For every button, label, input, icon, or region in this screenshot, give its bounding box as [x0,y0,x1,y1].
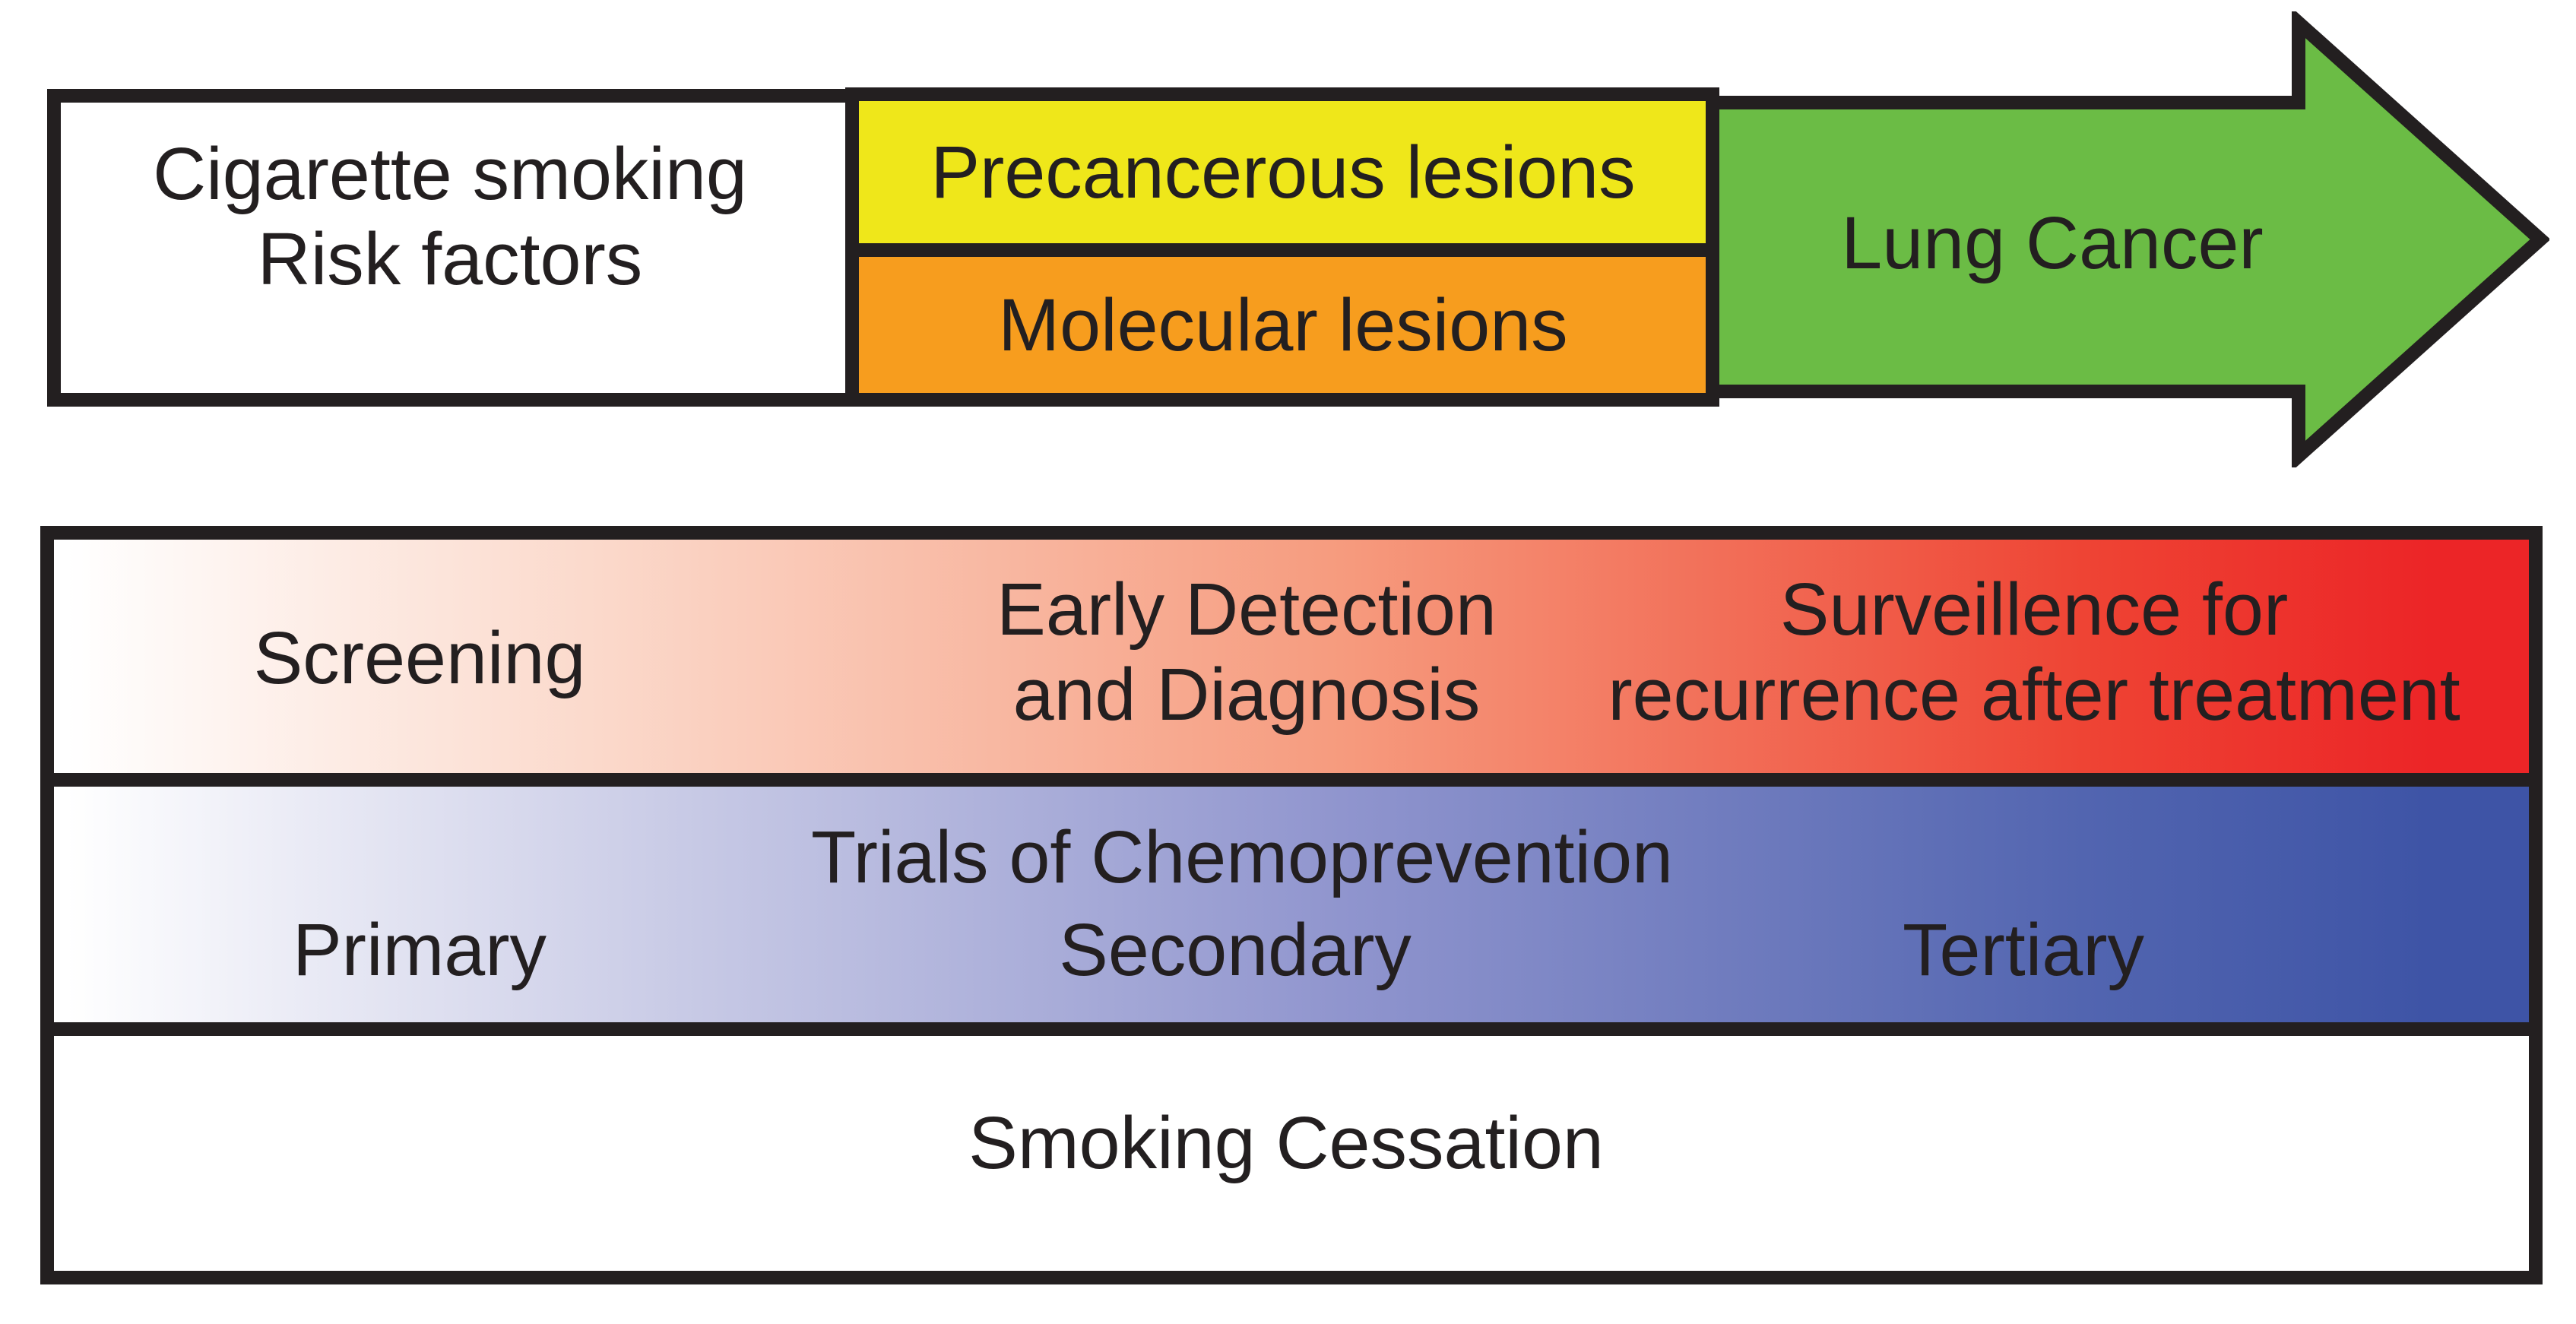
lung-cancer-label: Lung Cancer [1841,201,2264,284]
early-detection-label: Early Detection and Diagnosis [996,567,1497,737]
surveillance-label-line2: recurrence after treatment [1608,653,2460,736]
chemoprevention-title: Trials of Chemoprevention [811,816,1673,898]
smoking-cessation-label: Smoking Cessation [968,1101,1604,1184]
surveillance-label-line1: Surveillence for [1779,568,2289,651]
screening-row [54,540,2529,773]
risk-factors-label-line1: Cigarette smoking [153,132,747,215]
lung-cancer-arrow [1706,11,2549,467]
surveillance-label: Surveillence for recurrence after treatm… [1608,567,2460,737]
molecular-lesions-label: Molecular lesions [998,283,1568,366]
risk-factors-label-line2: Risk factors [257,217,643,300]
prevention-panel [40,526,2543,1284]
risk-factors-label: Cigarette smoking Risk factors [153,131,747,302]
tertiary-label: Tertiary [1903,908,2144,991]
precancerous-lesions-label: Precancerous lesions [930,131,1636,214]
early-detection-label-line1: Early Detection [996,568,1497,651]
smoking-cessation-row [54,1036,2529,1271]
primary-label: Primary [292,908,547,991]
screening-label: Screening [253,616,586,699]
secondary-label: Secondary [1059,908,1412,991]
right-arrow-shape [1706,11,2549,467]
early-detection-label-line2: and Diagnosis [1012,653,1481,736]
chemoprevention-row [54,787,2529,1022]
